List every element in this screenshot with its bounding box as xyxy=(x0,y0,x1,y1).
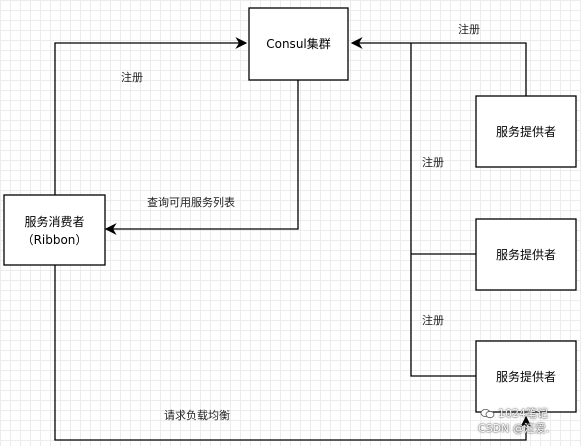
consumer-register-arrow xyxy=(54,37,248,195)
query-services-arrow xyxy=(104,80,299,235)
watermark-credit: CSDN @汪爱. xyxy=(478,422,550,435)
provider-register-label-mid: 注册 xyxy=(422,155,444,169)
service-provider-node-2: 服务提供者 xyxy=(475,218,577,291)
load-balance-arrow xyxy=(54,265,532,441)
query-services-label: 查询可用服务列表 xyxy=(147,195,235,209)
consul-cluster-node: Consul集群 xyxy=(248,7,349,81)
wechat-logo-icon xyxy=(480,409,495,419)
provider-register-trunk xyxy=(350,37,527,96)
watermark-title: 1024笔记 xyxy=(498,407,548,420)
consumer-register-label: 注册 xyxy=(121,70,143,84)
provider-register-bus xyxy=(410,43,476,377)
service-provider-node-3: 服务提供者 xyxy=(475,340,577,413)
consul-cluster-label: Consul集群 xyxy=(266,36,331,51)
load-balance-label: 请求负载均衡 xyxy=(164,408,230,422)
service-provider-label-1: 服务提供者 xyxy=(496,124,556,139)
service-consumer-label: 服务消费者 xyxy=(24,214,84,229)
service-provider-label-2: 服务提供者 xyxy=(496,247,556,262)
watermark: 1024笔记 CSDN @汪爱. xyxy=(478,406,578,444)
service-provider-label-3: 服务提供者 xyxy=(496,369,556,384)
provider-register-label-low: 注册 xyxy=(422,313,444,327)
provider-register-label-top: 注册 xyxy=(458,22,480,36)
service-consumer-node: 服务消费者 （Ribbon） xyxy=(3,194,106,266)
service-provider-node-1: 服务提供者 xyxy=(475,95,577,168)
service-consumer-sublabel: （Ribbon） xyxy=(22,233,88,247)
